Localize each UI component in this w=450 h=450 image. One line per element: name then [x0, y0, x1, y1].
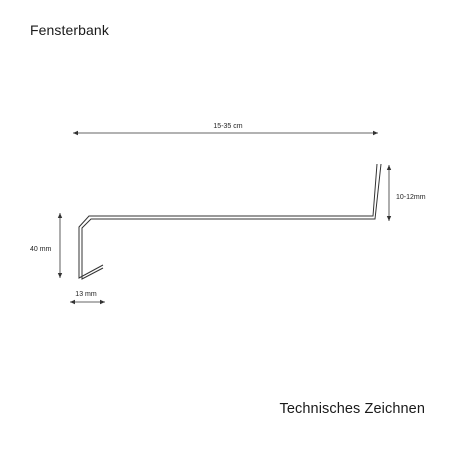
drip-dimension-label: 13 mm: [75, 291, 97, 298]
width-dimension: 15-35 cm: [73, 123, 378, 136]
upstand-dimension: 10-12mm: [386, 165, 426, 221]
upstand-dimension-label: 10-12mm: [396, 194, 426, 201]
front-height-dimension-label: 40 mm: [30, 246, 52, 253]
width-dimension-label: 15-35 cm: [213, 123, 242, 130]
sill-profile: [78, 163, 382, 280]
front-height-dimension: 40 mm: [30, 213, 63, 278]
page-title: Fensterbank: [30, 22, 109, 38]
footer-label: Technisches Zeichnen: [279, 401, 425, 417]
sill-profile-inner: [81, 163, 382, 280]
sill-profile-outer: [78, 163, 378, 279]
drip-dimension: 13 mm: [70, 291, 105, 305]
